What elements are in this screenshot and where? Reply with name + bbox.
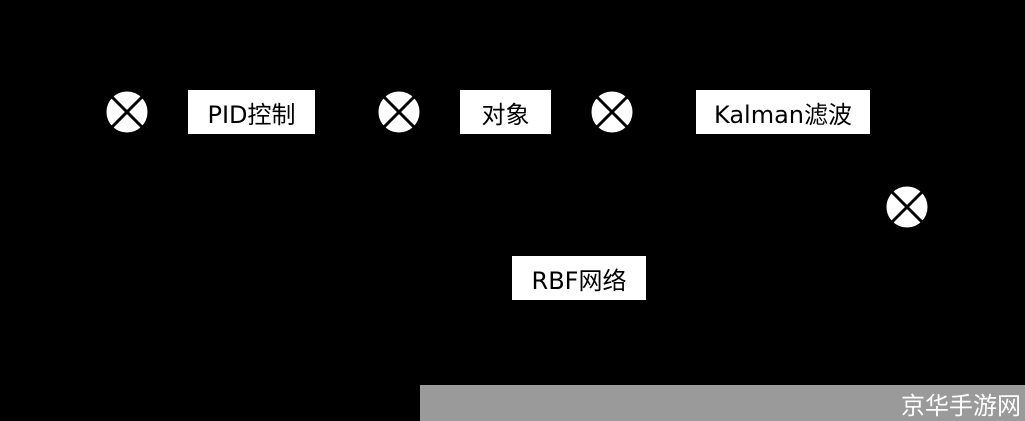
pid-control-label: PID控制 <box>207 100 296 129</box>
rbf-network-label: RBF网络 <box>531 266 627 295</box>
summing-junction-icon <box>884 184 930 230</box>
rbf-network-block: RBF网络 <box>512 256 646 300</box>
summing-junction-icon <box>376 89 422 135</box>
kalman-filter-block: Kalman滤波 <box>696 90 870 134</box>
summing-junction-icon <box>589 89 635 135</box>
pid-control-block: PID控制 <box>188 90 315 134</box>
kalman-filter-label: Kalman滤波 <box>714 100 852 129</box>
watermark-text: 京华手游网 <box>901 391 1021 420</box>
plant-label: 对象 <box>481 100 530 129</box>
plant-block: 对象 <box>460 90 551 134</box>
watermark-banner: 京华手游网 <box>420 385 1025 421</box>
summing-junction-icon <box>104 89 150 135</box>
